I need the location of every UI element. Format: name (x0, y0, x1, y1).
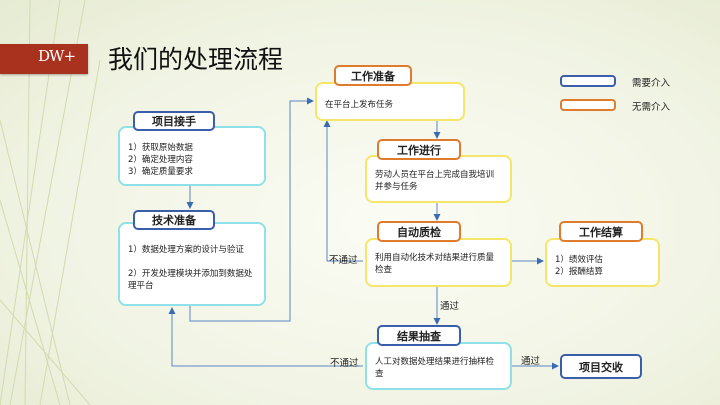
project-intake-title: 项目接手 (133, 111, 215, 131)
tech-prep-line-2: 2）开发处理模块并添加到数据处理平台 (128, 269, 253, 291)
work-prep-title: 工作准备 (334, 65, 412, 86)
sampling-title: 结果抽查 (377, 325, 461, 346)
logo-text: DW+ (38, 47, 76, 65)
edge-label-pass-sampling: 通过 (521, 356, 541, 367)
tech-prep-title: 技术准备 (133, 210, 215, 230)
settlement-title: 工作结算 (559, 221, 643, 242)
auto-qc-detail-box: 利用自动化技术对结果进行质量检查 (365, 238, 512, 287)
sampling-text: 人工对数据处理结果进行抽样检查 (375, 357, 495, 379)
work-progress-detail-box: 劳动人员在平台上完成自我培训并参与任务 (365, 155, 512, 203)
work-progress-text: 劳动人员在平台上完成自我培训并参与任务 (375, 170, 495, 192)
project-intake-detail-box: 1）获取原始数据 2）确定处理内容 3）确定质量要求 (118, 126, 266, 186)
tech-prep-detail-box: 1）数据处理方案的设计与验证 2）开发处理模块并添加到数据处理平台 (118, 222, 266, 306)
project-intake-line-3: 3）确定质量要求 (128, 167, 193, 177)
work-prep-text: 在平台上发布任务 (325, 100, 394, 110)
settlement-detail-box: 1）绩效评估 2）报酬结算 (545, 238, 660, 287)
project-intake-line-2: 2）确定处理内容 (128, 155, 193, 165)
auto-qc-title: 自动质检 (377, 221, 461, 242)
logo: DW+ (0, 44, 88, 74)
legend-swatch-no-need (560, 99, 616, 111)
tech-prep-line-1: 1）数据处理方案的设计与验证 (128, 245, 244, 255)
work-prep-detail-box: 在平台上发布任务 (315, 82, 465, 121)
page-title: 我们的处理流程 (108, 45, 284, 74)
delivery-box: 项目交收 (560, 354, 642, 379)
legend-swatch-need (560, 75, 616, 87)
edge-label-fail-auto-qc: 不通过 (329, 255, 358, 266)
work-progress-title: 工作进行 (377, 139, 461, 160)
project-intake-line-1: 1）获取原始数据 (128, 143, 193, 153)
legend-label-need: 需要介入 (632, 78, 671, 89)
auto-qc-text: 利用自动化技术对结果进行质量检查 (375, 253, 495, 275)
edge-label-fail-sampling: 不通过 (330, 358, 359, 369)
edge-label-pass-auto-qc: 通过 (440, 301, 460, 312)
settlement-line-1: 1）绩效评估 (555, 255, 603, 265)
legend-label-no-need: 无需介入 (632, 102, 671, 113)
sampling-detail-box: 人工对数据处理结果进行抽样检查 (365, 342, 512, 390)
settlement-line-2: 2）报酬结算 (555, 267, 603, 277)
